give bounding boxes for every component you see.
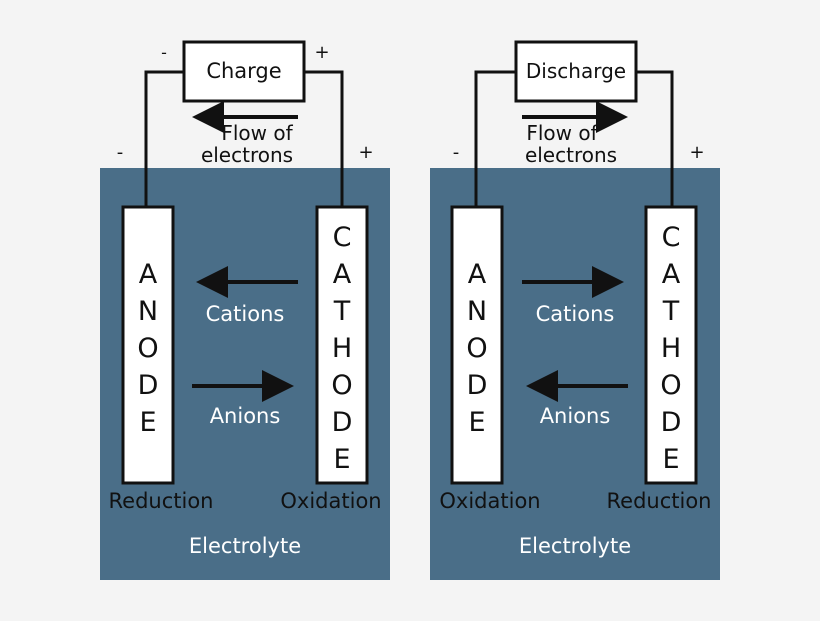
reaction-left: Reduction (109, 489, 214, 513)
anions-label: Anions (210, 404, 281, 428)
flow-label-1: Flow of (526, 121, 598, 145)
charge-label: Charge (206, 59, 281, 83)
cathode-letter: T (662, 296, 680, 327)
wire-left (144, 70, 184, 207)
anode-electrode (121, 205, 175, 485)
plus-side: + (689, 142, 704, 163)
anode-letter: E (468, 407, 485, 438)
wire-left (474, 70, 516, 207)
cations-label: Cations (206, 302, 285, 326)
plus-side: + (358, 142, 373, 163)
cathode-letter: C (333, 222, 352, 253)
reaction-left: Oxidation (439, 489, 540, 513)
wire-right (304, 70, 344, 207)
cathode-letter: T (333, 296, 351, 327)
anode-letter: O (466, 333, 487, 364)
cathode-letters: C A T H O D E (331, 222, 352, 475)
flow-label-2: electrons (201, 143, 293, 167)
anode-letter: A (468, 259, 487, 290)
cathode-letter: O (331, 370, 352, 401)
anode-letter: D (467, 370, 488, 401)
wire-right (636, 70, 674, 207)
anode-letter: A (139, 259, 158, 290)
cathode-electrode (644, 205, 698, 485)
electrolyte-label: Electrolyte (519, 534, 631, 558)
cathode-letters: C A T H O D E (660, 222, 681, 475)
cathode-electrode (315, 205, 369, 485)
minus-side: - (117, 142, 124, 163)
anode-letters: A N O D E (137, 259, 158, 438)
cathode-letter: H (332, 333, 352, 364)
plus-top: + (314, 42, 329, 63)
minus-top: - (161, 43, 167, 62)
anode-letter: E (139, 407, 156, 438)
cell-discharge: Discharge Flow of electrons - + A N O D … (430, 40, 720, 580)
anode-letter: N (467, 296, 487, 327)
charge-box (182, 40, 306, 103)
anode-letters: A N O D E (466, 259, 487, 438)
discharge-label: Discharge (526, 59, 626, 83)
minus-side: - (453, 142, 460, 163)
cathode-letter: A (662, 259, 681, 290)
cathode-letter: O (660, 370, 681, 401)
cathode-letter: E (333, 444, 350, 475)
discharge-box (514, 40, 638, 103)
cathode-letter: A (333, 259, 352, 290)
electrolyte-label: Electrolyte (189, 534, 301, 558)
flow-label-2: electrons (525, 143, 617, 167)
anions-label: Anions (540, 404, 611, 428)
reaction-right: Oxidation (280, 489, 381, 513)
anode-letter: N (138, 296, 158, 327)
cell-charge: Charge - + Flow of electrons - + A N O D… (100, 40, 390, 580)
anode-letter: O (137, 333, 158, 364)
cathode-letter: D (661, 407, 682, 438)
anode-electrode (450, 205, 504, 485)
cathode-letter: C (662, 222, 681, 253)
reaction-right: Reduction (607, 489, 712, 513)
cathode-letter: H (661, 333, 681, 364)
cations-label: Cations (536, 302, 615, 326)
flow-label-1: Flow of (221, 121, 293, 145)
cathode-letter: E (662, 444, 679, 475)
cathode-letter: D (332, 407, 353, 438)
anode-letter: D (138, 370, 159, 401)
